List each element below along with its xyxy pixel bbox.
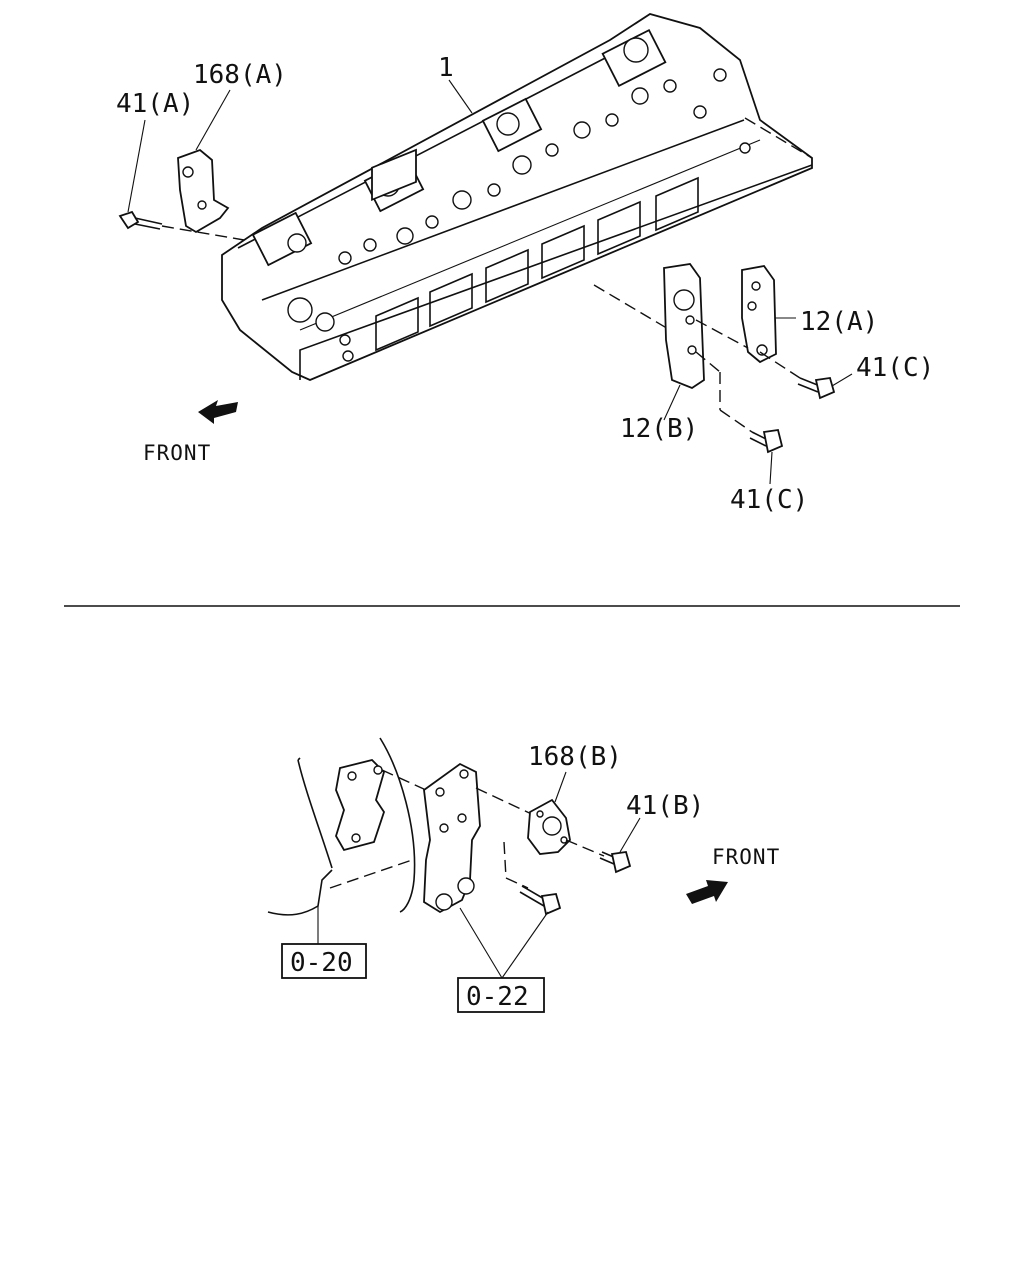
label-part-1: 1 <box>438 53 454 83</box>
ref-box-022[interactable] <box>457 977 545 1013</box>
bracket-168a <box>177 148 230 234</box>
front-arrow-icon-bottom <box>686 880 728 904</box>
label-41b: 41(B) <box>626 791 704 821</box>
label-12a: 12(A) <box>800 307 878 337</box>
label-168a: 168(A) <box>193 60 287 90</box>
ref-label-020[interactable]: 0-20 <box>290 948 353 978</box>
cylinder-head <box>221 13 813 381</box>
front-label-bottom: FRONT <box>712 845 780 869</box>
bottom-assembly-diagram: 168(B) 41(B) FRONT 0-20 0-22 <box>267 737 780 1013</box>
ref-box-020[interactable] <box>281 943 367 979</box>
mount-bolt <box>519 885 562 916</box>
side-ports <box>371 148 417 201</box>
label-41c-upper: 41(C) <box>856 353 934 383</box>
bolt-41c-lower <box>749 428 784 454</box>
front-arrow-icon <box>198 400 238 424</box>
bolt-41b <box>599 850 632 874</box>
label-168b: 168(B) <box>528 742 622 772</box>
bolt-41c-upper <box>797 376 836 400</box>
label-41a: 41(A) <box>116 89 194 119</box>
top-assembly-diagram: 1 168(A) 41(A) 12(B) 12(A) <box>116 13 934 515</box>
front-label-top: FRONT <box>143 441 211 465</box>
bolt-41a <box>118 210 163 230</box>
ref-label-022[interactable]: 0-22 <box>466 982 529 1012</box>
label-41c-lower: 41(C) <box>730 485 808 515</box>
flywheel-housing <box>297 757 301 761</box>
bracket-12b <box>663 263 705 390</box>
label-12b: 12(B) <box>620 414 698 444</box>
deck-holes <box>338 68 727 265</box>
